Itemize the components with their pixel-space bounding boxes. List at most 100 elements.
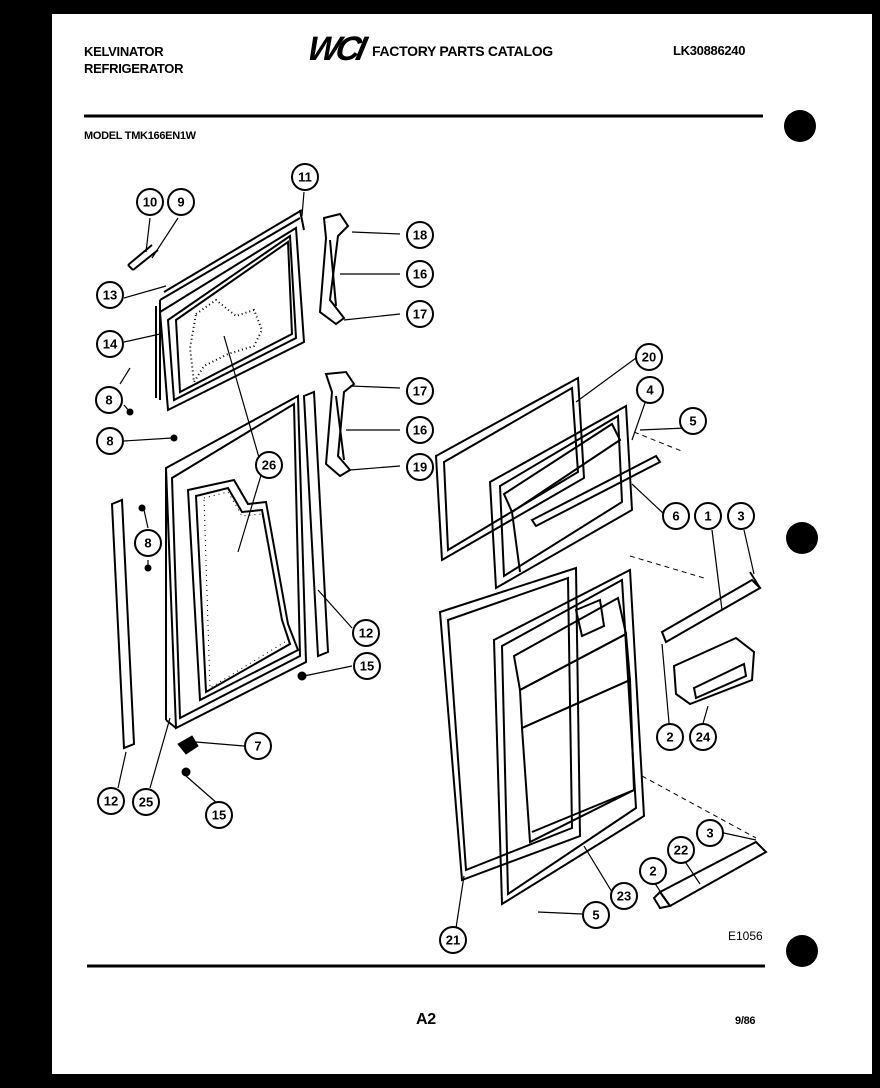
callout-8a [95,386,123,414]
callout-2a [656,723,684,751]
callout-12b [97,787,125,815]
callout-4 [636,376,664,404]
callout-9-number: 9 [177,195,184,210]
callout-11 [291,163,319,191]
catalog-date: 9/86 [735,1015,756,1027]
callout-1 [694,502,722,530]
callout-26 [255,451,283,479]
callout-11-number: 11 [298,170,312,185]
callout-17b [406,377,434,405]
callout-20-number: 20 [642,350,656,365]
callout-14 [96,330,124,358]
callout-18-number: 18 [413,228,427,243]
callout-21-number: 21 [446,933,460,948]
callout-5a-number: 5 [689,414,696,429]
fresh-food-handle-part [324,370,356,478]
figure-code: E1056 [728,929,763,943]
callout-4-number: 4 [646,383,654,398]
catalog-number: LK30886240 [673,43,746,58]
callout-20 [635,343,663,371]
callout-2a-number: 2 [666,730,673,745]
callout-8c [134,529,162,557]
callout-5b-number: 5 [592,908,599,923]
product-name: REFRIGERATOR [84,61,184,76]
callout-8c-number: 8 [144,536,151,551]
catalog-title: FACTORY PARTS CATALOG [372,43,553,59]
callout-19 [406,453,434,481]
fresh-food-door-part [164,394,308,730]
callout-22 [667,836,695,864]
leader-lines [117,191,757,929]
callout-8a-number: 8 [105,393,112,408]
dashed-guides [629,431,757,839]
callout-19-number: 19 [413,460,427,475]
callout-15b-number: 15 [212,808,226,823]
callout-23 [610,882,638,910]
fresh-food-inner-door-part [492,568,646,906]
callout-3b [696,819,724,847]
binder-hole-bottom [786,935,818,967]
callout-23-number: 23 [617,889,631,904]
callout-1-number: 1 [704,509,711,524]
callout-5b [582,901,610,929]
callout-10-number: 10 [143,195,157,210]
callout-12a-number: 12 [359,626,373,641]
freezer-gasket-part [434,376,586,562]
callout-25 [132,788,160,816]
callout-2b [639,857,667,885]
callout-17a [406,300,434,328]
callout-18 [406,221,434,249]
callout-15a [353,652,381,680]
callout-numbers: 10 9 11 13 14 8 18 16 17 8 17 16 19 26 8… [103,170,745,948]
brand-name: KELVINATOR [84,44,164,59]
callout-6-number: 6 [672,509,679,524]
callout-12b-number: 12 [104,794,118,809]
callout-7-number: 7 [254,739,261,754]
callout-13-number: 13 [103,288,117,303]
callout-16a-number: 16 [413,267,427,282]
fresh-food-door-insulation-part [203,491,289,689]
callout-12a [352,619,380,647]
page-code: A2 [416,1011,436,1028]
fresh-food-gasket-part [438,566,582,882]
freezer-handle-part [318,212,350,326]
dairy-shelf-part [660,571,762,644]
callout-3b-number: 3 [706,826,713,841]
freezer-door-part [155,209,306,412]
callout-15a-number: 15 [360,659,374,674]
callout-10 [136,188,164,216]
callout-17a-number: 17 [413,307,427,322]
callout-3a [727,502,755,530]
callouts [95,163,755,954]
door-strips-part [127,244,159,271]
callout-17b-number: 17 [413,384,427,399]
binder-hole-top [784,110,816,142]
callout-8b [96,427,124,455]
door-shelf-part [652,840,768,910]
callout-15b [205,801,233,829]
callout-25-number: 25 [139,795,153,810]
callout-22-number: 22 [674,843,688,858]
model-number: MODEL TMK166EN1W [84,130,196,142]
door-trim-strip-part [110,390,330,750]
callout-24 [689,723,717,751]
hinge-part [126,408,307,777]
callout-26-number: 26 [262,458,276,473]
callout-6 [662,502,690,530]
binder-hole-middle [786,522,818,554]
callout-16a [406,260,434,288]
callout-21 [439,926,467,954]
dairy-compartment-part [672,636,756,706]
callout-9 [167,188,195,216]
callout-7 [244,732,272,760]
callout-8b-number: 8 [106,434,113,449]
callout-13 [96,281,124,309]
callout-5a [679,407,707,435]
callout-2b-number: 2 [649,864,656,879]
freezer-inner-door-part [488,404,662,590]
callout-16b [406,416,434,444]
callout-24-number: 24 [696,730,711,745]
callout-3a-number: 3 [737,509,744,524]
